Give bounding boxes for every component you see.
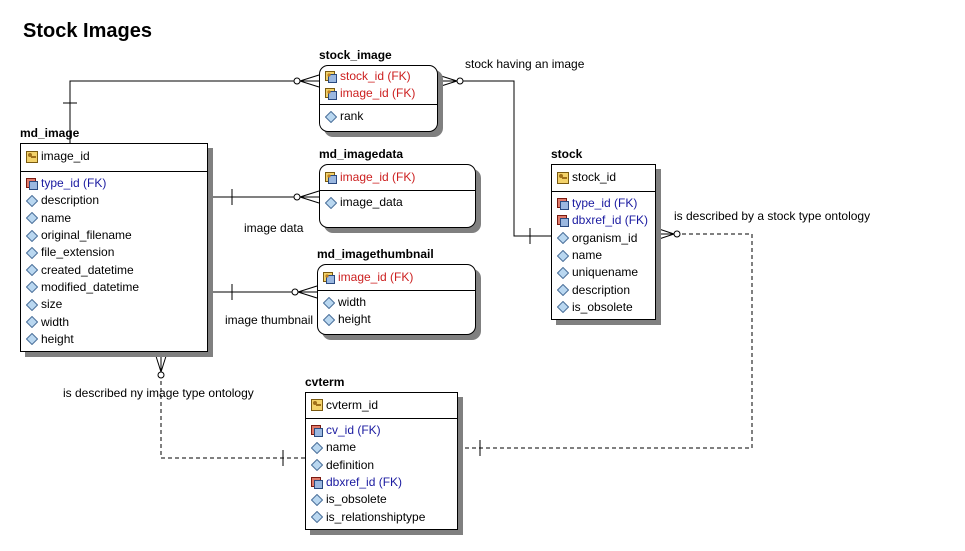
rel-label-stock-type: is described by a stock type ontology	[674, 209, 871, 223]
foreign-key-icon	[311, 424, 323, 437]
key-icon	[557, 171, 569, 184]
foreign-key-icon	[557, 214, 569, 227]
entity-attribute-row: created_datetime	[21, 261, 207, 278]
attribute-diamond-icon	[311, 441, 323, 454]
entity-name: md_imagethumbnail	[317, 247, 434, 261]
attribute-diamond-icon	[557, 284, 569, 297]
entity-attribute-row: is_relationshiptype	[306, 508, 457, 525]
attribute-diamond-icon	[26, 281, 38, 294]
diagram-title: Stock Images	[23, 20, 152, 42]
rel-label-image-data: image data	[244, 221, 304, 235]
entity-md_image[interactable]: md_image image_id type_id (FK) descripti…	[20, 126, 208, 352]
entity-attribute-row: rank	[320, 108, 437, 125]
entity-name: stock	[551, 147, 583, 161]
attribute-diamond-icon	[26, 316, 38, 329]
entity-key-row: stock_id (FK)	[320, 68, 437, 85]
entity-key-row: stock_id	[552, 165, 655, 190]
entity-attribute-row: name	[21, 210, 207, 227]
key-icon	[26, 150, 38, 163]
attribute-diamond-icon	[325, 110, 337, 123]
entity-attribute-row: height	[318, 311, 475, 328]
entity-cvterm[interactable]: cvterm cvterm_id cv_id (FK) name definit…	[305, 375, 458, 530]
attribute-diamond-icon	[557, 301, 569, 314]
entity-key-row: image_id (FK)	[318, 265, 475, 290]
connector-cvterm-stock	[458, 227, 753, 456]
entity-stock[interactable]: stock stock_id type_id (FK) dbxref_id (F…	[551, 147, 656, 320]
entity-attribute-row: dbxref_id (FK)	[552, 212, 655, 229]
attribute-diamond-icon	[323, 313, 335, 326]
key-icon	[311, 399, 323, 411]
entity-attribute-row: description	[552, 281, 655, 298]
rel-label-stock-having-image: stock having an image	[465, 57, 585, 71]
rel-label-image-type: is described ny image type ontology	[63, 386, 254, 400]
entity-attribute-row: size	[21, 296, 207, 313]
entity-md_imagedata[interactable]: md_imagedata image_id (FK) image_data	[319, 147, 476, 228]
entity-md_imagethumbnail[interactable]: md_imagethumbnail image_id (FK) width he…	[317, 247, 476, 335]
entity-stock_image[interactable]: stock_image stock_id (FK) image_id (FK) …	[319, 48, 438, 132]
entity-attribute-row: name	[552, 247, 655, 264]
entity-attribute-row: type_id (FK)	[21, 175, 207, 192]
entity-key-row: cvterm_id	[306, 393, 457, 417]
attribute-diamond-icon	[311, 493, 323, 506]
foreign-primary-key-icon	[323, 271, 335, 284]
attribute-diamond-icon	[26, 194, 38, 207]
foreign-primary-key-icon	[325, 87, 337, 100]
attribute-diamond-icon	[557, 266, 569, 279]
attribute-diamond-icon	[311, 511, 323, 524]
entity-key-row: image_id (FK)	[320, 85, 437, 102]
connector-stock-stock_image	[437, 74, 551, 244]
entity-attribute-row: name	[306, 439, 457, 456]
entity-key-row: image_id (FK)	[320, 165, 475, 190]
foreign-primary-key-icon	[325, 171, 337, 184]
connector-image-stock_image	[63, 74, 320, 143]
entity-attribute-row: dbxref_id (FK)	[306, 474, 457, 491]
attribute-diamond-icon	[26, 333, 38, 346]
connector-cvterm-image	[154, 352, 305, 466]
connector-image-imagethumbnail	[208, 284, 318, 300]
entity-attribute-row: original_filename	[21, 227, 207, 244]
attribute-diamond-icon	[26, 298, 38, 311]
entity-attribute-row: width	[21, 313, 207, 330]
entity-name: cvterm	[305, 375, 345, 389]
entity-attribute-row: file_extension	[21, 244, 207, 261]
entity-name: md_imagedata	[319, 147, 404, 161]
entity-attribute-row: uniquename	[552, 264, 655, 281]
entity-attribute-row: is_obsolete	[306, 491, 457, 508]
rel-label-image-thumbnail: image thumbnail	[225, 313, 314, 327]
attribute-diamond-icon	[557, 232, 569, 245]
entity-attribute-row: organism_id	[552, 230, 655, 247]
entity-attribute-row: width	[318, 294, 475, 311]
attribute-diamond-icon	[26, 246, 38, 259]
entity-attribute-row: description	[21, 192, 207, 209]
attribute-diamond-icon	[26, 229, 38, 242]
entity-attribute-row: cv_id (FK)	[306, 422, 457, 439]
foreign-key-icon	[311, 476, 323, 489]
foreign-key-icon	[557, 197, 569, 210]
entity-name: md_image	[20, 126, 80, 140]
entity-key-row: image_id	[21, 144, 207, 169]
attribute-diamond-icon	[26, 212, 38, 225]
entity-attribute-row: height	[21, 331, 207, 348]
entity-attribute-row: modified_datetime	[21, 279, 207, 296]
connector-image-imagedata	[208, 189, 320, 205]
entity-attribute-row: is_obsolete	[552, 299, 655, 316]
entity-attribute-row: image_data	[320, 194, 475, 211]
entity-attribute-row: type_id (FK)	[552, 195, 655, 212]
attribute-diamond-icon	[26, 264, 38, 277]
attribute-diamond-icon	[323, 296, 335, 309]
entity-name: stock_image	[319, 48, 392, 62]
foreign-key-icon	[26, 177, 38, 190]
foreign-primary-key-icon	[325, 70, 337, 83]
attribute-diamond-icon	[325, 196, 337, 209]
entity-attribute-row: definition	[306, 457, 457, 474]
attribute-diamond-icon	[557, 249, 569, 262]
attribute-diamond-icon	[311, 459, 323, 472]
